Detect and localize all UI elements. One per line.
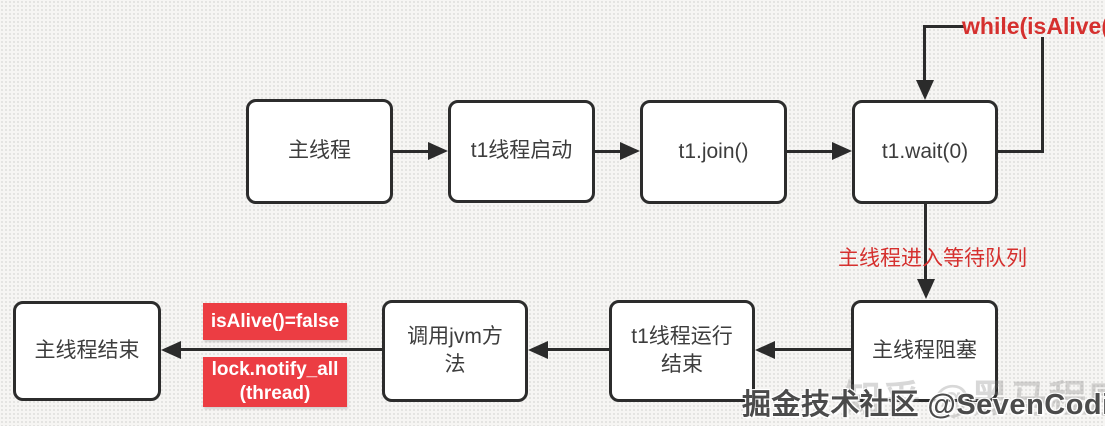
node-main-blocked: 主线程阻塞 bbox=[851, 300, 998, 402]
node-t1-wait: t1.wait(0) bbox=[852, 100, 998, 204]
watermark-primary: 掘金技术社区 @SevenCoding bbox=[742, 389, 1105, 421]
node-main-end: 主线程结束 bbox=[13, 301, 161, 401]
arrow-line-jvm-to-mainend bbox=[180, 348, 382, 351]
isalive-false-text: isAlive()=false bbox=[210, 310, 340, 332]
arrow-line-main-to-t1start bbox=[393, 150, 429, 153]
arrow-line-blocked-to-t1end bbox=[774, 348, 851, 351]
lock-notify-line1: lock.notify_all bbox=[211, 359, 339, 381]
loop-arrowhead-into-wait bbox=[916, 80, 934, 100]
arrowhead-join-to-wait bbox=[832, 142, 852, 160]
arrow-line-join-to-wait bbox=[787, 150, 833, 153]
loop-line-right-vertical bbox=[1041, 37, 1044, 152]
loop-line-top-horizontal bbox=[925, 25, 965, 28]
arrow-line-t1end-to-jvm bbox=[547, 348, 609, 351]
arrow-line-t1start-to-join bbox=[595, 150, 621, 153]
while-isalive-label: while(isAlive()) bbox=[962, 13, 1105, 39]
arrowhead-blocked-to-t1end bbox=[755, 341, 775, 359]
lock-notify-line2: (thread) bbox=[239, 383, 311, 404]
watermark-secondary: 知乎 @黑马程序员 bbox=[843, 379, 1105, 421]
loop-line-left-vertical bbox=[923, 25, 926, 81]
arrowhead-wait-to-blocked bbox=[917, 279, 935, 299]
arrowhead-main-to-t1start bbox=[428, 142, 448, 160]
arrowhead-jvm-to-mainend bbox=[161, 341, 181, 359]
arrowhead-t1start-to-join bbox=[620, 142, 640, 160]
enter-wait-queue-label: 主线程进入等待队列 bbox=[838, 247, 1027, 270]
node-t1-start: t1线程启动 bbox=[448, 100, 595, 203]
node-call-jvm: 调用jvm方法 bbox=[382, 300, 528, 402]
node-t1-join: t1.join() bbox=[640, 100, 787, 204]
loop-line-right-horizontal bbox=[998, 150, 1044, 153]
arrow-line-wait-to-blocked bbox=[924, 204, 927, 280]
node-main-thread: 主线程 bbox=[246, 99, 393, 204]
node-t1-run-end: t1线程运行结束 bbox=[609, 300, 755, 402]
lock-notify-badge: lock.notify_all (thread) bbox=[203, 357, 347, 407]
arrowhead-t1end-to-jvm bbox=[528, 341, 548, 359]
isalive-false-badge: isAlive()=false bbox=[203, 303, 347, 340]
